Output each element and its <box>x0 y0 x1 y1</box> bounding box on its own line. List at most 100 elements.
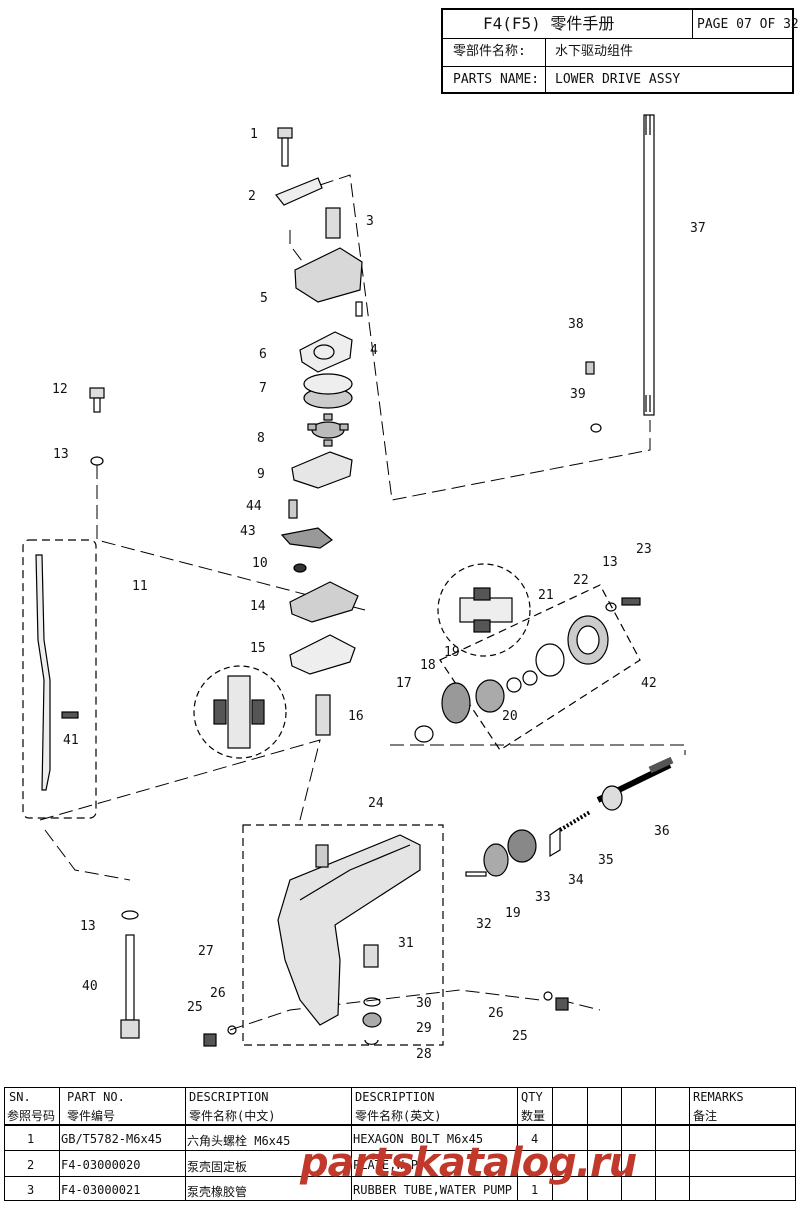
callout: 12 <box>52 382 68 397</box>
row-3-qty: 1 <box>531 1183 539 1197</box>
spring-35 <box>558 810 592 832</box>
callout: 40 <box>82 979 98 994</box>
title-separator <box>692 10 693 38</box>
row-1-desc-en: HEXAGON BOLT M6x45 <box>353 1132 484 1146</box>
callout: 28 <box>416 1047 432 1062</box>
callout: 39 <box>570 387 586 402</box>
row-1-sn: 1 <box>27 1132 35 1146</box>
col-divider <box>587 1088 588 1200</box>
header-qty-cn: 数量 <box>521 1109 546 1123</box>
page-number: PAGE 07 OF 32 <box>697 17 799 32</box>
callout: 37 <box>690 221 706 236</box>
callout: 15 <box>250 641 266 656</box>
pin-4 <box>355 301 363 317</box>
detail-circle-20 <box>437 563 531 657</box>
cn-name-row <box>443 38 792 67</box>
callout: 22 <box>573 573 589 588</box>
watermark: partskatalog.ru <box>300 1140 637 1186</box>
callout: 19 <box>505 906 521 921</box>
row-3-sn: 3 <box>27 1183 35 1197</box>
callout: 10 <box>252 556 268 571</box>
plate-9 <box>291 451 353 489</box>
bolt-1 <box>277 127 293 167</box>
gasket-6 <box>299 331 353 373</box>
pin-41 <box>61 711 79 719</box>
watermark-tld: .ru <box>575 1140 637 1186</box>
header-desc-en-en: DESCRIPTION <box>355 1090 435 1104</box>
watermark-text: partskatalog <box>300 1140 577 1186</box>
callout: 32 <box>476 917 492 932</box>
callout: 13 <box>602 555 618 570</box>
plate-2 <box>275 177 323 206</box>
callout: 7 <box>259 381 267 396</box>
callout: 23 <box>636 542 652 557</box>
pin-38 <box>585 361 595 375</box>
screw-25-right <box>555 997 569 1011</box>
header-remarks-cn: 备注 <box>693 1109 718 1123</box>
col-divider <box>689 1088 690 1200</box>
callout: 3 <box>366 214 374 229</box>
header-desc-cn: 零件名称(中文) <box>189 1109 276 1123</box>
gear-33 <box>507 829 537 863</box>
group-box-11 <box>22 539 97 819</box>
washer-10 <box>293 563 307 573</box>
callout: 26 <box>210 986 226 1001</box>
callout: 26 <box>488 1006 504 1021</box>
callout: 17 <box>396 676 412 691</box>
header-desc-cn-en: DESCRIPTION <box>189 1090 269 1104</box>
bushing-20a <box>506 677 522 693</box>
row-3-part-no: F4-03000021 <box>61 1183 141 1197</box>
header-remarks-en: REMARKS <box>693 1090 744 1104</box>
row-1-part-no: GB/T5782-M6x45 <box>61 1132 163 1146</box>
plate-43 <box>280 527 333 549</box>
callout: 33 <box>535 890 551 905</box>
row-1-desc-cn: 六角头螺栓 M6x45 <box>187 1134 291 1148</box>
callout: 16 <box>348 709 364 724</box>
row-2-part-no: F4-03000020 <box>61 1158 141 1172</box>
washer-26-right <box>543 991 553 1001</box>
callout: 5 <box>260 291 268 306</box>
header-sn-en: SN. <box>9 1090 31 1104</box>
callout: 21 <box>538 588 554 603</box>
header-desc-en: 零件名称(英文) <box>355 1109 442 1123</box>
screw-44 <box>288 499 298 519</box>
en-name-label: PARTS NAME: <box>453 72 540 87</box>
shift-rod-11 <box>35 554 51 791</box>
callout: 41 <box>63 733 79 748</box>
callout: 8 <box>257 431 265 446</box>
bolt-12 <box>89 387 105 399</box>
row-1-qty: 4 <box>531 1132 539 1146</box>
insert-31 <box>363 944 379 968</box>
bushing-20b <box>522 670 538 686</box>
callout: 20 <box>502 709 518 724</box>
pin-32 <box>465 871 487 877</box>
gearcase-27 <box>277 834 421 1026</box>
title-block: F4(F5) 零件手册 PAGE 07 OF 32 零部件名称: 水下驱动组件 … <box>441 8 799 94</box>
callout: 36 <box>654 824 670 839</box>
detail-circle-16 <box>193 665 287 759</box>
callout: 27 <box>198 944 214 959</box>
callout: 19 <box>444 645 460 660</box>
col-divider <box>621 1088 622 1200</box>
row-2-desc-en: PLATE,W.P <box>353 1158 419 1172</box>
callout: 35 <box>598 853 614 868</box>
washer-13a <box>90 456 104 466</box>
row-3-desc-en: RUBBER TUBE,WATER PUMP <box>353 1183 512 1197</box>
nut-29 <box>362 1012 382 1028</box>
washer-30 <box>363 997 381 1007</box>
bearing-19b <box>483 843 509 877</box>
row-2-sn: 2 <box>27 1158 35 1172</box>
exploded-diagram <box>22 114 686 1047</box>
row-divider <box>5 1150 795 1151</box>
col-divider <box>59 1088 60 1200</box>
callout: 38 <box>568 317 584 332</box>
callout: 9 <box>257 467 265 482</box>
clutch-34 <box>549 826 561 858</box>
bushing-16 <box>213 675 331 749</box>
o-ring-21 <box>535 643 565 677</box>
plate-14 <box>289 581 359 623</box>
callout: 34 <box>568 873 584 888</box>
callout: 14 <box>250 599 266 614</box>
manual-title: F4(F5) 零件手册 <box>483 14 615 33</box>
callout: 6 <box>259 347 267 362</box>
